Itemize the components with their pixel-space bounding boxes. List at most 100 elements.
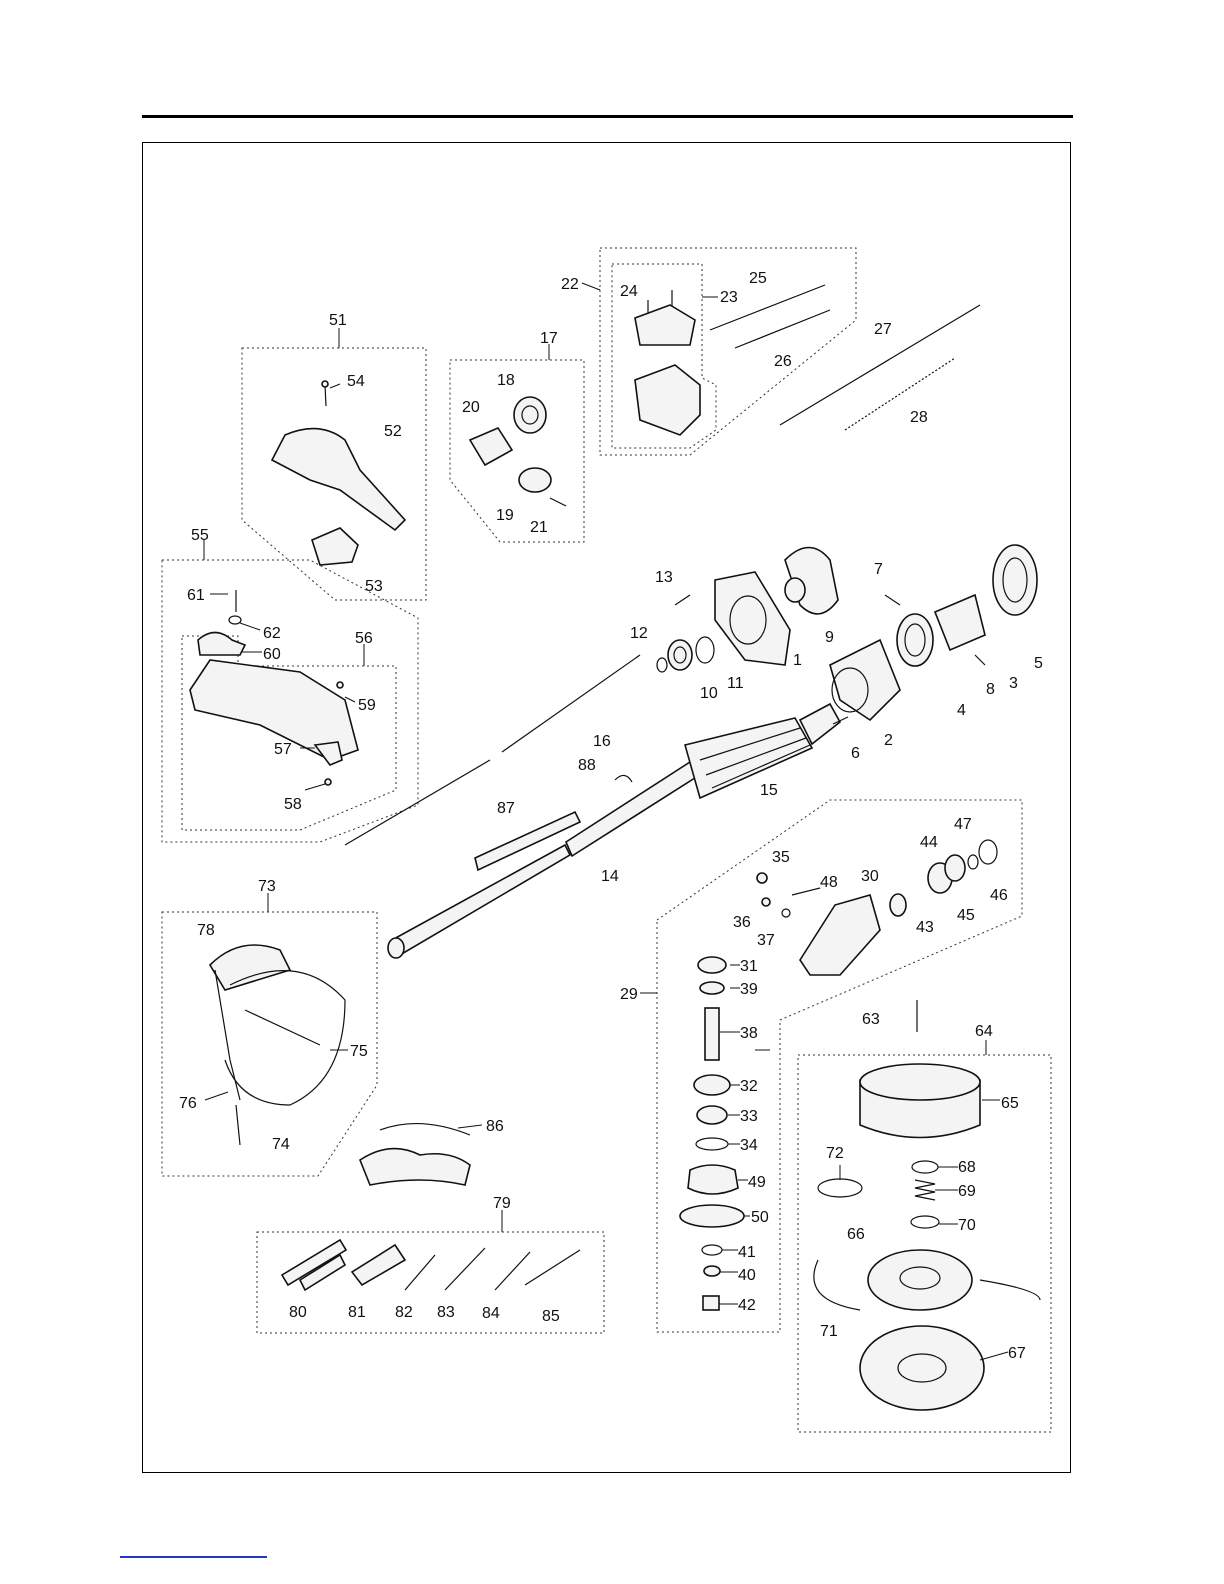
callout-40: 40 xyxy=(738,1267,756,1284)
callout-75: 75 xyxy=(350,1043,368,1060)
washer-50 xyxy=(680,1205,744,1227)
callout-29: 29 xyxy=(620,986,638,1003)
group-29-outline xyxy=(657,800,1022,1332)
callout-81: 81 xyxy=(348,1304,366,1321)
callout-62: 62 xyxy=(263,625,281,642)
callout-28: 28 xyxy=(910,409,928,426)
callout-15: 15 xyxy=(760,782,778,799)
bolt-42 xyxy=(703,1296,719,1310)
clutch-shoe-3 xyxy=(935,595,985,650)
liner-87 xyxy=(475,812,580,870)
trimmer-head-parts xyxy=(814,1000,1040,1410)
clutch-spring-5 xyxy=(993,545,1037,615)
callout-4: 4 xyxy=(957,702,966,719)
spanner-85 xyxy=(525,1250,580,1285)
drive-shaft-16-upper xyxy=(502,655,640,752)
harness-parts xyxy=(210,945,345,1145)
callout-41: 41 xyxy=(738,1244,756,1261)
callout-23: 23 xyxy=(720,289,738,306)
callout-72: 72 xyxy=(826,1145,844,1162)
callout-70: 70 xyxy=(958,1217,976,1234)
callout-69: 69 xyxy=(958,1183,976,1200)
callout-30: 30 xyxy=(861,868,879,885)
wire-26 xyxy=(735,310,830,348)
callout-67: 67 xyxy=(1008,1345,1026,1362)
base-67 xyxy=(860,1326,984,1410)
callout-38: 38 xyxy=(740,1025,758,1042)
callout-78: 78 xyxy=(197,922,215,939)
wrench-83 xyxy=(445,1248,485,1290)
callout-59: 59 xyxy=(358,697,376,714)
callout-8: 8 xyxy=(986,681,995,698)
callout-3: 3 xyxy=(1009,675,1018,692)
handle-bracket-53 xyxy=(312,528,358,565)
callout-36: 36 xyxy=(733,914,751,931)
seal-31 xyxy=(698,957,726,973)
callout-45: 45 xyxy=(957,907,975,924)
circlip-34 xyxy=(696,1138,728,1150)
callout-49: 49 xyxy=(748,1174,766,1191)
callout-17: 17 xyxy=(540,330,558,347)
callout-13: 13 xyxy=(655,569,673,586)
callout-53: 53 xyxy=(365,578,383,595)
callout-61: 61 xyxy=(187,587,205,604)
callout-31: 31 xyxy=(740,958,758,975)
hook-74 xyxy=(236,1105,240,1145)
callout-35: 35 xyxy=(772,849,790,866)
screw-36 xyxy=(762,898,770,906)
wrench-84 xyxy=(495,1252,530,1290)
socket-81 xyxy=(352,1245,405,1285)
callout-48: 48 xyxy=(820,874,838,891)
shoulder-pad-78 xyxy=(210,945,290,990)
callout-56: 56 xyxy=(355,630,373,647)
callout-71: 71 xyxy=(820,1323,838,1340)
screw-21 xyxy=(550,498,566,506)
circlip-11 xyxy=(696,637,714,663)
bearing-32 xyxy=(694,1075,730,1095)
callout-84: 84 xyxy=(482,1305,500,1322)
callout-54: 54 xyxy=(347,373,365,390)
callout-46: 46 xyxy=(990,887,1008,904)
pin-54 xyxy=(325,385,326,406)
throttle-housing-lower xyxy=(635,365,700,435)
spring-69 xyxy=(915,1180,935,1200)
callout-64: 64 xyxy=(975,1023,993,1040)
callout-42: 42 xyxy=(738,1297,756,1314)
goggles-86 xyxy=(360,1124,470,1185)
callout-44: 44 xyxy=(920,834,938,851)
washer-37 xyxy=(782,909,790,917)
bearing-33 xyxy=(697,1106,727,1124)
callout-14: 14 xyxy=(601,868,619,885)
callout-6: 6 xyxy=(851,745,860,762)
callout-60: 60 xyxy=(263,646,281,663)
bolt-48 xyxy=(792,888,820,895)
callout-18: 18 xyxy=(497,372,515,389)
outer-tube-14-upper xyxy=(566,762,698,856)
tool-kit-parts xyxy=(282,1240,580,1290)
holder-18 xyxy=(514,397,546,433)
washer-46 xyxy=(968,855,978,869)
nut-40 xyxy=(704,1266,720,1276)
callout-57: 57 xyxy=(274,741,292,758)
wrench-82 xyxy=(405,1255,435,1290)
clutch-ring-4 xyxy=(897,614,933,666)
shaft-38 xyxy=(705,1008,719,1060)
ring-12 xyxy=(657,658,667,672)
callout-73: 73 xyxy=(258,878,276,895)
drive-shaft-assembly xyxy=(345,655,840,958)
callout-25: 25 xyxy=(749,270,767,287)
callout-19: 19 xyxy=(496,507,514,524)
group-17-outline xyxy=(450,360,584,542)
callout-2: 2 xyxy=(884,732,893,749)
callout-76: 76 xyxy=(179,1095,197,1112)
callout-34: 34 xyxy=(740,1137,758,1154)
callout-85: 85 xyxy=(542,1308,560,1325)
screw-59 xyxy=(337,682,343,688)
holder-49 xyxy=(688,1165,738,1194)
spool-66 xyxy=(868,1250,972,1310)
spring-28 xyxy=(845,358,955,430)
callout-83: 83 xyxy=(437,1304,455,1321)
strap-75 xyxy=(225,971,345,1105)
washer-70 xyxy=(911,1216,939,1228)
